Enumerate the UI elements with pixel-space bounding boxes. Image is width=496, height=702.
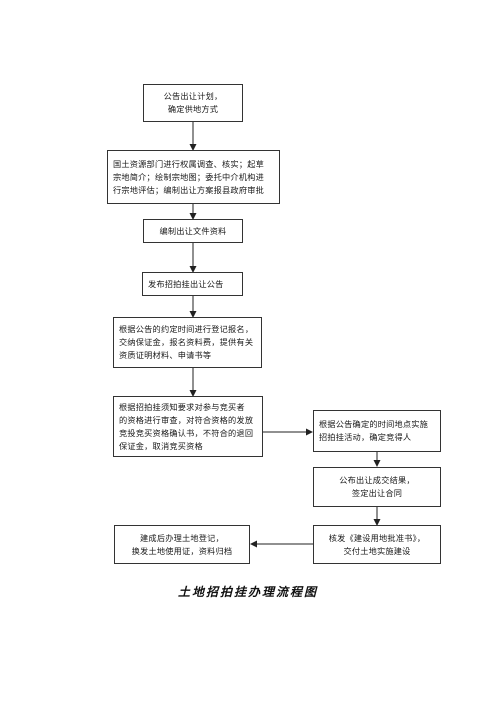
step-registration: 根据公告的约定时间进行登记报名， 交纳保证金，报名资料费，提供有关 资质证明材料… [113,317,262,368]
step-announce-result: 公布出让成交结果， 签定出让合同 [313,467,441,507]
step-publish-plan: 公告出让计划， 确定供地方式 [143,84,243,122]
step-text-line: 交付土地实施建设 [343,545,411,556]
step-text-line: 宗地简介；绘制宗地图；委托中介机构进 [113,171,264,182]
step-text-line: 国土资源部门进行权属调查、核实；起草 [113,158,264,169]
step-publish-announcement: 发布招拍挂出让公告 [142,272,243,296]
step-text-line: 编制出让文件资料 [159,225,227,236]
step-text-line: 换发土地使用证，资料归档 [131,545,233,556]
step-text-line: 竞投竞买资格确认书，不符合的退回 [119,427,254,438]
step-text-line: 根据公告的约定时间进行登记报名， [119,324,254,334]
step-text-line: 的资格进行审查，对符合资格的发放 [119,414,254,425]
step-text-line: 行宗地评估；编制出让方案报县政府审批 [113,184,264,195]
step-prepare-documents: 编制出让文件资料 [143,219,243,243]
step-text-line: 交纳保证金，报名资料费，提供有关 [119,337,254,347]
step-conduct-auction: 根据公告确定的时间地点实施 招拍挂活动，确定竞得人 [313,410,441,452]
step-text-line: 保证金，取消竞买资格 [119,440,203,451]
step-land-registration: 建成后办理土地登记， 换发土地使用证，资料归档 [114,525,250,564]
step-land-investigation: 国土资源部门进行权属调查、核实；起草 宗地简介；绘制宗地图；委托中介机构进 行宗… [107,150,280,204]
step-text-line: 根据公告确定的时间地点实施 [319,419,429,429]
step-text-line: 发布招拍挂出让公告 [148,278,224,289]
step-qualification-review: 根据招拍挂须知要求对参与竞买者 的资格进行审查，对符合资格的发放 竞投竞买资格确… [113,396,263,457]
step-text-line: 资质证明材料、申请书等 [119,350,212,360]
step-issue-approval: 核发《建设用地批准书》， 交付土地实施建设 [313,525,441,564]
step-text-line: 根据招拍挂须知要求对参与竞买者 [119,401,245,412]
step-text-line: 招拍挂活动，确定竞得人 [319,432,412,442]
step-text-line: 核发《建设用地批准书》， [328,532,426,543]
step-text-line: 公布出让成交结果， [339,475,415,485]
step-text-line: 签定出让合同 [351,488,403,498]
step-text-line: 确定供地方式 [167,104,219,114]
step-text-line: 建成后办理土地登记， [140,532,224,543]
step-text-line: 公告出让计划， [163,91,223,101]
flowchart-caption: 土地招拍挂办理流程图 [177,585,318,599]
